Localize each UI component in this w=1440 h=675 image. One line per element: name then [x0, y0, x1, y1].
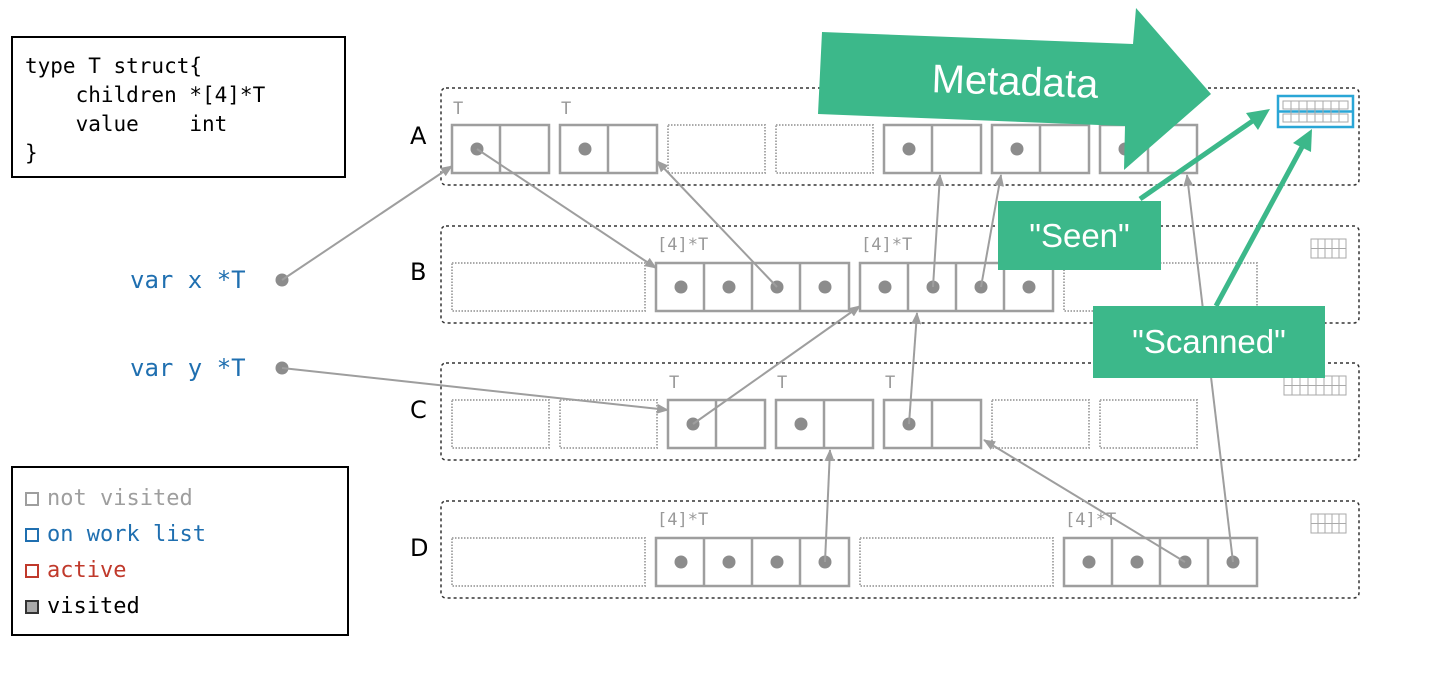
type-label-d1: [4]*T: [657, 510, 709, 530]
span-row-c: [440, 362, 1360, 461]
code-line: children *[4]*T: [25, 83, 266, 107]
pointer-dot: [770, 555, 784, 569]
pointer-dot: [578, 142, 592, 156]
metadata-arrow: [818, 8, 1211, 170]
bitmap-icons: [1283, 238, 1347, 534]
empty-slot: [1099, 399, 1198, 449]
pointer-dot: [674, 555, 688, 569]
var-y-label: var y *T: [130, 354, 246, 382]
pointer-dot: [1010, 142, 1024, 156]
pointer-dot: [878, 280, 892, 294]
bitmap-icon-c: [1283, 375, 1347, 396]
pointer-dot: [902, 142, 916, 156]
legend-swatch-icon: [25, 491, 39, 506]
legend-item-visited: visited: [25, 594, 140, 619]
type-label-a1: T: [453, 99, 464, 119]
pointer-dot: [722, 280, 736, 294]
pointer-arrow: [281, 367, 669, 414]
empty-slot: [859, 537, 1054, 587]
empty-slot: [991, 399, 1090, 449]
row-label-c: C: [410, 396, 427, 424]
bitmap-icon-b: [1310, 238, 1347, 259]
row-label-a: A: [410, 122, 427, 150]
legend: not visited on work list active visited: [11, 466, 349, 636]
bitmap-icon-d: [1310, 513, 1347, 534]
empty-slot: [775, 124, 874, 174]
metadata-bitmap-icon: [1276, 94, 1355, 129]
pointer-dot: [722, 555, 736, 569]
legend-swatch-icon: [25, 599, 39, 614]
type-label-c5: T: [885, 373, 896, 393]
pointer-dots: [275, 142, 1240, 569]
span-row-a: [440, 87, 1360, 186]
legend-label: on work list: [47, 522, 206, 547]
type-label-b2: [4]*T: [861, 235, 913, 255]
pointer-dot: [1082, 555, 1096, 569]
var-x-label: var x *T: [130, 266, 246, 294]
row-label-b: B: [410, 258, 427, 286]
code-line: type T struct{: [25, 54, 203, 78]
pointer-dot: [794, 417, 808, 431]
type-label-d2: [4]*T: [1065, 510, 1117, 530]
pointer-dot: [818, 280, 832, 294]
row-label-d: D: [410, 534, 429, 562]
legend-item-on-work-list: on work list: [25, 522, 206, 547]
scanned-callout: "Scanned": [1093, 306, 1325, 378]
legend-swatch-icon: [25, 527, 39, 542]
legend-item-not-visited: not visited: [25, 486, 193, 511]
metadata-label: Metadata: [930, 56, 1100, 107]
empty-slot: [667, 124, 766, 174]
legend-swatch-icon: [25, 563, 39, 578]
pointer-arrow: [908, 312, 922, 425]
empty-slot: [451, 537, 646, 587]
empty-slot: [451, 399, 550, 449]
empty-slot: [451, 262, 646, 312]
type-label-b1: [4]*T: [657, 235, 709, 255]
legend-item-active: active: [25, 558, 126, 583]
code-line: }: [25, 141, 38, 165]
pointer-arrows: [281, 148, 1234, 563]
seen-callout: "Seen": [998, 201, 1161, 270]
span-row-b: [440, 225, 1360, 324]
legend-label: active: [47, 558, 127, 583]
code-text: type T struct{ children *[4]*T value int…: [25, 52, 265, 168]
type-label-c3: T: [669, 373, 680, 393]
pointer-arrow: [476, 148, 657, 269]
pointer-arrow: [692, 305, 861, 425]
type-label-c4: T: [777, 373, 788, 393]
type-label-a2: T: [561, 99, 572, 119]
code-line: value int: [25, 112, 228, 136]
pointer-arrow: [281, 165, 453, 281]
empty-slot: [559, 399, 658, 449]
pointer-dot: [1022, 280, 1036, 294]
code-block: type T struct{ children *[4]*T value int…: [11, 36, 346, 178]
span-row-d: [440, 500, 1360, 599]
legend-label: visited: [47, 594, 140, 619]
pointer-arrow: [983, 439, 1186, 563]
legend-label: not visited: [47, 486, 193, 511]
pointer-arrow: [980, 174, 1004, 288]
pointer-arrow: [932, 174, 945, 288]
pointer-arrow: [824, 449, 835, 563]
callout-connectors: [1138, 109, 1312, 308]
pointer-dot: [674, 280, 688, 294]
pointer-arrow: [656, 160, 778, 288]
pointer-dot: [1130, 555, 1144, 569]
